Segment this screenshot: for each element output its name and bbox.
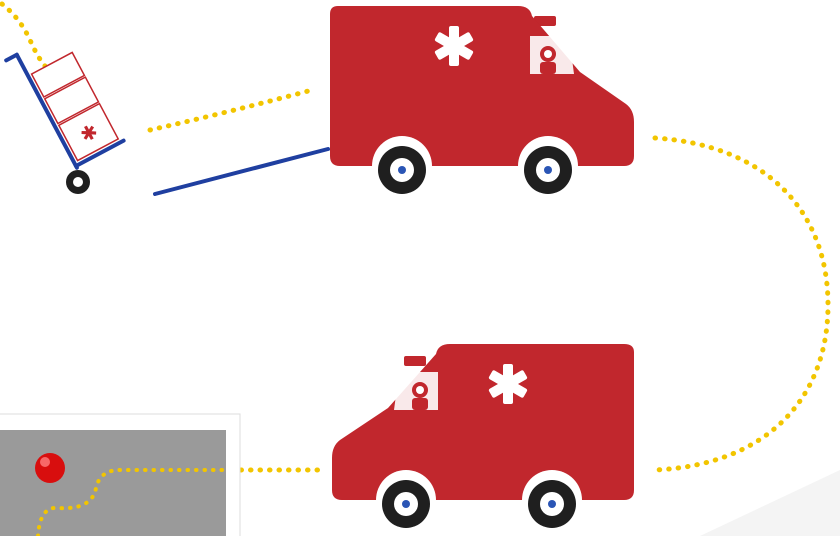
star-of-life-icon-left bbox=[488, 364, 528, 404]
ambulance-left-wheel-rear bbox=[528, 480, 576, 528]
ambulance-left-icon bbox=[332, 344, 634, 528]
map-pin-icon bbox=[35, 453, 65, 483]
box-bottom bbox=[57, 102, 120, 162]
map-route bbox=[36, 468, 224, 536]
route-dolly-to-ambulance bbox=[147, 87, 315, 133]
truck-plate bbox=[73, 138, 126, 168]
driver-icon-left bbox=[412, 382, 428, 410]
map-panel-surface bbox=[0, 430, 226, 536]
truck-frame bbox=[14, 52, 79, 170]
truck-wheel-hub bbox=[73, 177, 83, 187]
map-panel bbox=[0, 413, 241, 536]
driver-icon bbox=[540, 46, 556, 74]
background-light-band bbox=[700, 470, 840, 536]
truck-handle bbox=[4, 52, 19, 63]
route-loop-right bbox=[652, 135, 831, 473]
box-middle bbox=[43, 76, 100, 125]
ambulance-right-wheel-rear bbox=[524, 146, 572, 194]
box-top bbox=[30, 51, 86, 99]
ambulance-left-wheel-front bbox=[382, 480, 430, 528]
ambulance-right-body bbox=[330, 6, 634, 166]
star-of-life-icon bbox=[434, 26, 474, 66]
route-top-left bbox=[0, 1, 48, 69]
ambulance-right-roof-light bbox=[534, 16, 556, 26]
dolly-connector-line bbox=[153, 147, 330, 196]
ambulance-right-icon bbox=[330, 6, 634, 194]
ambulance-left-body bbox=[332, 344, 634, 500]
ambulance-left-roof-light bbox=[404, 356, 426, 366]
ambulance-right-wheel-front bbox=[378, 146, 426, 194]
hand-truck-icon: ✱ bbox=[4, 51, 126, 194]
